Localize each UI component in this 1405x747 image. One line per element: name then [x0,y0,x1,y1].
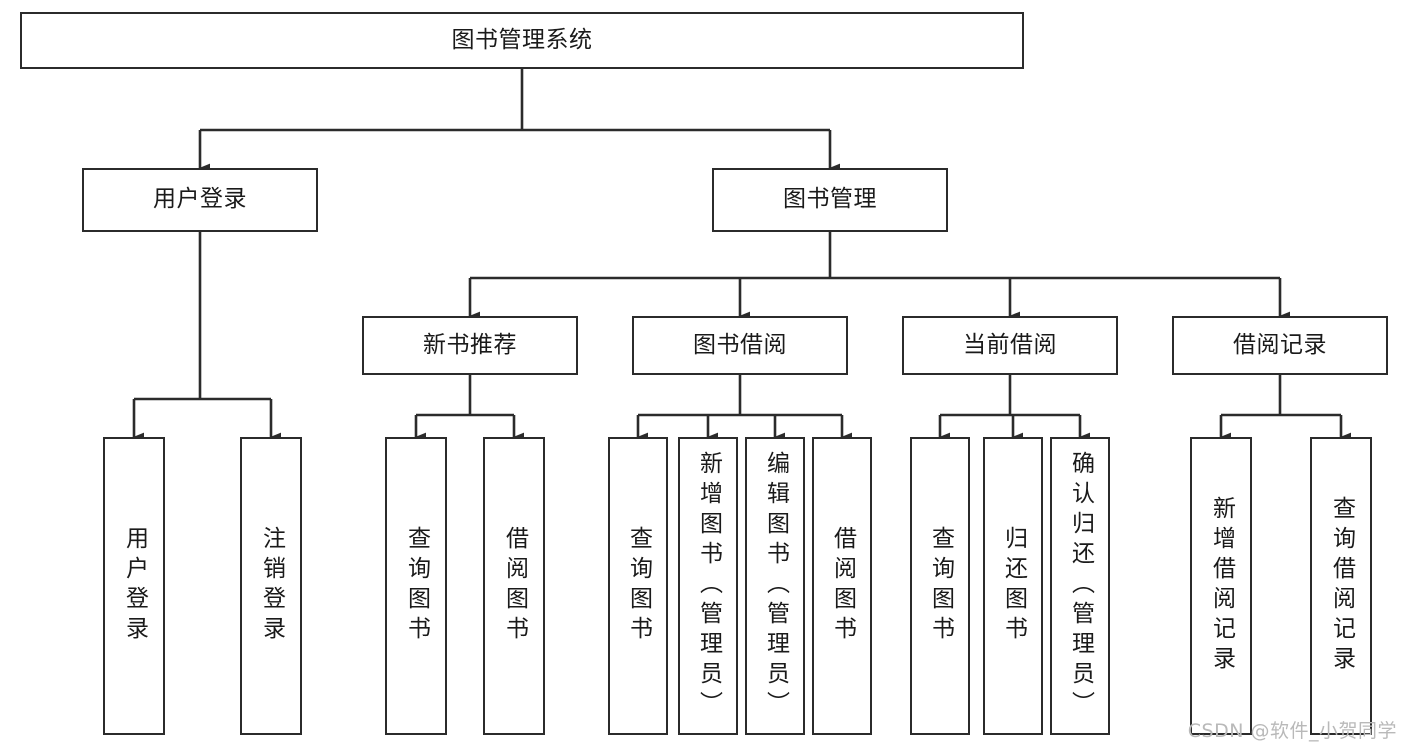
node-leaf-bw-add[interactable]: 新增图书（管理员） [678,437,738,735]
node-label: 用户登录 [121,526,148,646]
connector-lines [132,69,1352,442]
node-bookmgmt[interactable]: 图书管理 [712,168,948,232]
node-label: 图书管理 [783,186,877,213]
node-leaf-bw-edit[interactable]: 编辑图书（管理员） [745,437,805,735]
watermark-label: CSDN @软件_小贺同学 [1187,720,1397,742]
node-newbook[interactable]: 新书推荐 [362,316,578,375]
node-label: 借阅图书 [829,526,856,646]
node-label: 新增借阅记录 [1208,496,1235,676]
node-leaf-rec-add[interactable]: 新增借阅记录 [1190,437,1252,735]
node-label: 借阅图书 [501,526,528,646]
node-label: 当前借阅 [963,331,1057,358]
node-leaf-cur-confirm[interactable]: 确认归还（管理员） [1050,437,1110,735]
node-leaf-cur-return[interactable]: 归还图书 [983,437,1043,735]
node-label: 用户登录 [153,186,247,213]
node-current[interactable]: 当前借阅 [902,316,1118,375]
node-leaf-user-logout[interactable]: 注销登录 [240,437,302,735]
node-label: 确认归还（管理员） [1067,451,1094,721]
node-label: 查询图书 [625,526,652,646]
node-leaf-nb-borrow[interactable]: 借阅图书 [483,437,545,735]
node-root[interactable]: 图书管理系统 [20,12,1024,69]
node-label: 查询借阅记录 [1328,496,1355,676]
node-borrow[interactable]: 图书借阅 [632,316,848,375]
node-login[interactable]: 用户登录 [82,168,318,232]
node-label: 查询图书 [403,526,430,646]
node-records[interactable]: 借阅记录 [1172,316,1388,375]
node-label: 图书管理系统 [451,26,593,53]
node-leaf-nb-query[interactable]: 查询图书 [385,437,447,735]
node-leaf-rec-query[interactable]: 查询借阅记录 [1310,437,1372,735]
node-label: 新增图书（管理员） [695,451,722,721]
node-leaf-cur-query[interactable]: 查询图书 [910,437,970,735]
node-label: 注销登录 [258,526,285,646]
node-label: 归还图书 [1000,526,1027,646]
node-label: 图书借阅 [693,331,787,358]
node-label: 新书推荐 [423,331,517,358]
node-label: 查询图书 [927,526,954,646]
node-label: 借阅记录 [1233,331,1327,358]
node-label: 编辑图书（管理员） [762,451,789,721]
node-leaf-user-login[interactable]: 用户登录 [103,437,165,735]
node-leaf-bw-query[interactable]: 查询图书 [608,437,668,735]
node-leaf-bw-borrow[interactable]: 借阅图书 [812,437,872,735]
